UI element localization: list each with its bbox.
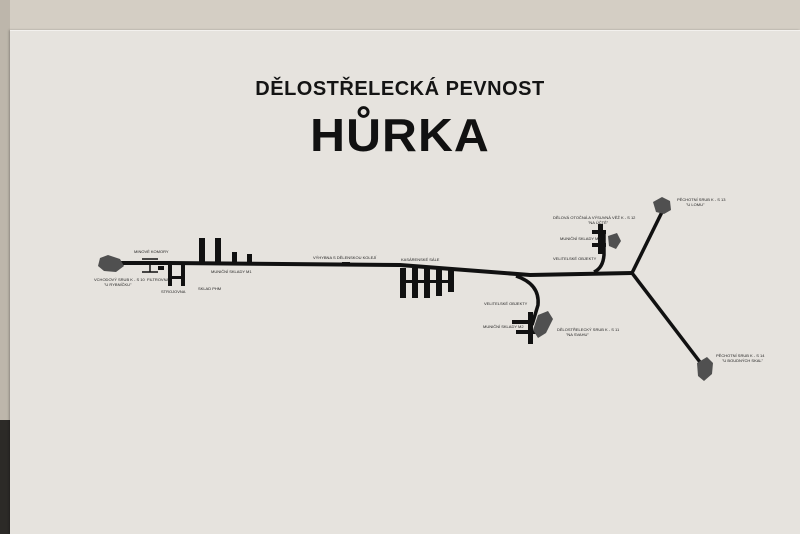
- entrance-bunker: [98, 255, 124, 272]
- label-delostrelecky-srub: DĚLOSTŘELECKÝ SRUB K - S 11: [557, 327, 620, 332]
- label-delostrelecky-srub-name: "NA SVAHU": [566, 332, 589, 337]
- label-filtrovna: FILTROVNA: [147, 277, 169, 282]
- ks11-bunker: [533, 311, 553, 338]
- m1-gallery-1: [199, 238, 205, 265]
- strojovna-block-1: [168, 265, 172, 286]
- shadow-corner: [0, 420, 10, 534]
- wall-background: [0, 0, 800, 32]
- label-municni-sklady-m2: MUNIČNÍ SKLADY M2: [483, 324, 524, 329]
- tunnel-branch-ne: [630, 211, 664, 274]
- label-vchodovy-srub: VCHODOVÝ SRUB K - S 10: [94, 277, 145, 282]
- label-delova-otocna-name: "NA ÚČTĚ": [588, 220, 609, 225]
- ks11-gallery-3: [528, 312, 533, 344]
- tunnel-branch-ks11: [515, 274, 540, 326]
- main-tunnel: [108, 261, 634, 278]
- fortress-subtitle: DĚLOSTŘELECKÁ PEVNOST: [255, 78, 545, 100]
- label-municni-sklady-m1: MUNIČNÍ SKLADY M1: [211, 269, 252, 274]
- label-vyhybna: VÝHYBNA S DĚLENSKOU KOLEJÍ: [313, 255, 377, 260]
- sklad-phm-block: [168, 276, 185, 279]
- label-pechotni-srub-top-name: "U LOMU": [686, 202, 705, 207]
- ks11-gallery-1: [512, 320, 534, 324]
- label-delova-otocna: DĚLOVÁ OTOČNÁ A VÝSUVNÁ VĚŽ K - S 12: [553, 215, 636, 220]
- m1-gallery-2: [215, 238, 221, 265]
- label-velitelske-objekty-2: VELITELSKÉ OBJEKTY: [553, 256, 597, 261]
- fortress-title: HŮRKA: [310, 109, 490, 161]
- entrance-galleries: [142, 258, 158, 273]
- ks13-bunker: [653, 197, 671, 214]
- m1-gallery-4: [247, 254, 252, 265]
- label-pechotni-srub-top: PĚCHOTNÍ SRUB K - S 13: [677, 197, 726, 202]
- label-municni-sklady-m2b: MUNIČNÍ SKLADY M2: [560, 236, 601, 241]
- label-pechotni-srub-bottom: PĚCHOTNÍ SRUB K - S 14: [716, 353, 765, 358]
- strojovna-block-2: [181, 265, 185, 286]
- tunnel-branch-se: [630, 271, 705, 368]
- label-vchodovy-srub-name: "U RYBNÍČKU": [104, 282, 132, 287]
- tunnel-branch-turret: [593, 232, 606, 274]
- label-velitelske-objekty-1: VELITELSKÉ OBJEKTY: [484, 301, 528, 306]
- ks11-gallery-2: [516, 330, 536, 334]
- ks12-gallery-3: [598, 224, 603, 254]
- vyhybna-marker: [342, 262, 350, 265]
- label-strojovna: STROJOVNA: [161, 289, 186, 294]
- wall-edge: [0, 0, 10, 534]
- m1-gallery-3: [232, 252, 237, 265]
- barracks-connector: [400, 280, 454, 283]
- ks14-bunker: [697, 357, 713, 381]
- label-kasarenske-sale: KASÁRENSKÉ SÁLE: [401, 257, 440, 262]
- label-sklad-phm: SKLAD PHM: [198, 286, 221, 291]
- label-pechotni-srub-bottom-name: "U BOUDNÝCH SKAL": [722, 358, 764, 363]
- label-minove-komory: MINOVÉ KOMORY: [134, 249, 169, 254]
- filtrovna-block: [158, 266, 164, 270]
- ks12-turret: [608, 233, 621, 249]
